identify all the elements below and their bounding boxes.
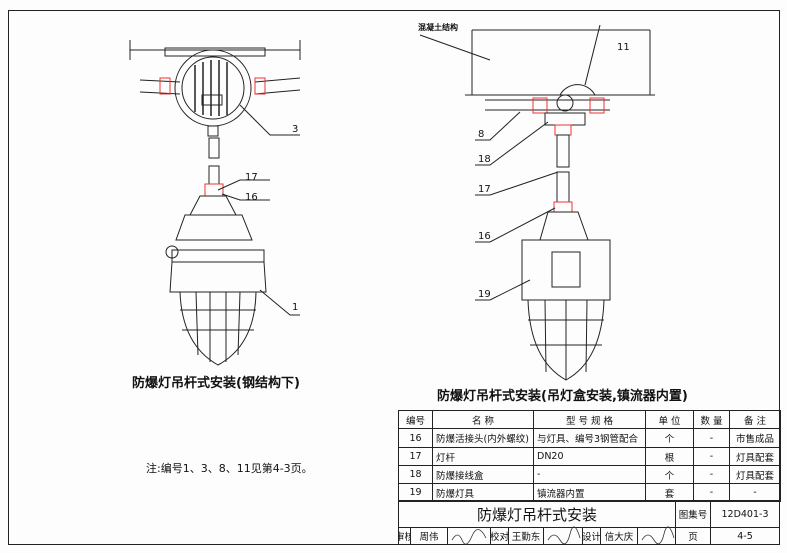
- callout-11: 11: [617, 42, 630, 53]
- left-lamp-drawing: [129, 40, 301, 366]
- callout-17: 17: [245, 172, 258, 183]
- cell-remark: -: [729, 483, 781, 502]
- structure-label: 混凝土结构: [418, 23, 458, 32]
- sheet-border: [8, 10, 780, 545]
- callout-16: 16: [478, 231, 491, 242]
- left-caption: 防爆灯吊杆式安装(钢结构下): [132, 376, 300, 391]
- note: 注:编号1、3、8、11见第4-3页。: [146, 462, 313, 475]
- page-number: 4-5: [710, 527, 780, 545]
- callout-18: 18: [478, 154, 491, 165]
- right-caption: 防爆灯吊杆式安装(吊灯盒安装,镇流器内置): [437, 389, 688, 404]
- callout-3: 3: [292, 124, 299, 135]
- callout-1: 1: [292, 302, 299, 313]
- callout-8: 8: [478, 129, 485, 140]
- callout-17: 17: [478, 184, 491, 195]
- callout-19: 19: [478, 289, 491, 300]
- right-lamp-drawing: [419, 24, 655, 381]
- callout-16: 16: [245, 192, 258, 203]
